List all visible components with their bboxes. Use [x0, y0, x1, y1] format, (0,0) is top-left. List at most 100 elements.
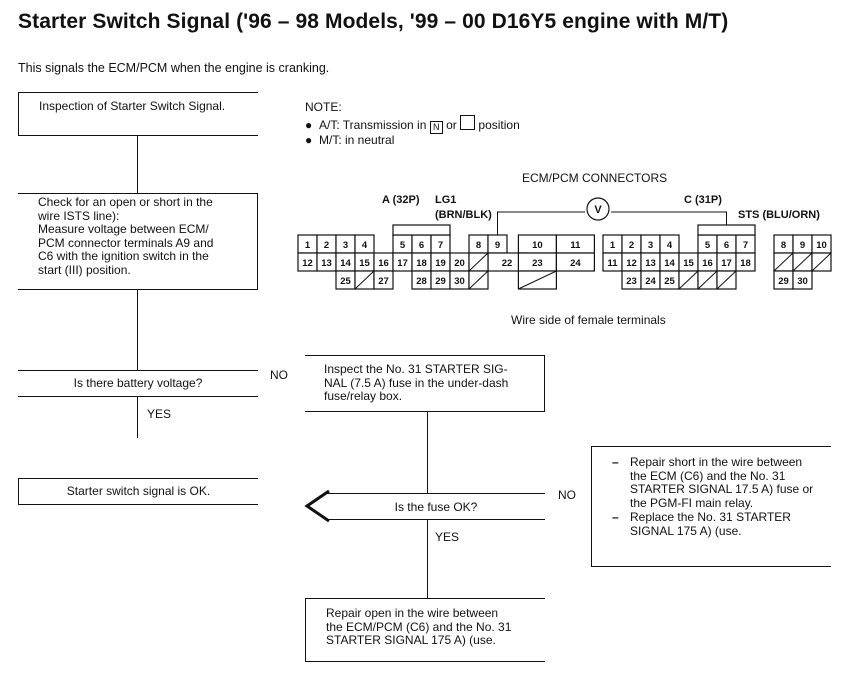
a-blank-31-slash: [468, 270, 489, 290]
repair-short-item-2: – Replace the No. 31 STARTER SIGNAL 175 …: [612, 510, 821, 538]
c-pin-23-label: 23: [626, 276, 637, 287]
c-pin-16-label: 16: [702, 258, 713, 269]
page-subtitle: This signals the ECM/PCM when the engine…: [18, 61, 330, 75]
a-pin-27-cell: [373, 270, 394, 290]
a-pin-11-label: 11: [570, 240, 581, 251]
repair-short-text-2: Replace the No. 31 STARTER SIGNAL 175 A)…: [630, 510, 791, 538]
a-pin-17-label: 17: [397, 258, 408, 269]
flow-line-1: [137, 136, 138, 194]
a-pin-22-label: 22: [502, 258, 513, 269]
c-blank-27-slash: [697, 270, 718, 290]
a-pin-3-label: 3: [343, 240, 348, 251]
a-pin-1-label: 1: [305, 240, 311, 251]
c-pin-17-label: 17: [721, 258, 732, 269]
c-pin-4-label: 4: [667, 240, 673, 251]
c-pin-18-label: 18: [740, 258, 751, 269]
ok-result-text: Starter switch signal is OK.: [66, 484, 211, 498]
c-pin-18-cell: [735, 252, 756, 272]
a-pin-5-label: 5: [400, 240, 406, 251]
a-blank-26-slash: [354, 270, 375, 290]
a-pin-16-label: 16: [378, 258, 389, 269]
note-at-suffix: position: [478, 117, 520, 132]
a-blank-21-slash: [468, 252, 489, 272]
no-label-2: NO: [558, 488, 576, 502]
lg1-label: LG1: [435, 194, 457, 206]
c-pin-1-label: 1: [610, 240, 616, 251]
a-pin-10-label: 10: [532, 240, 543, 251]
inspection-text: Inspection of Starter Switch Signal.: [39, 99, 226, 113]
connectors-title: ECM/PCM CONNECTORS: [522, 171, 668, 185]
a-pin-9-label: 9: [495, 240, 500, 251]
c-pin-11-label: 11: [607, 258, 618, 269]
sts-label: STS (BLU/ORN): [738, 209, 820, 221]
check-line-4: PCM connector terminals A9 and: [38, 235, 214, 250]
connector-c-label: C (31P): [684, 194, 722, 206]
c-pin-13-label: 13: [645, 258, 656, 269]
c-blank-20-slash: [792, 252, 813, 272]
question-fuse-text: Is the fuse OK?: [394, 500, 478, 514]
c-pin-10-label: 10: [816, 240, 827, 251]
yes-label-1: YES: [147, 407, 172, 421]
a-pin-18-label: 18: [416, 258, 427, 269]
a-pin-15-label: 15: [359, 258, 370, 269]
a-pin-2-label: 2: [324, 240, 329, 251]
connector-a-label: A (32P): [382, 194, 420, 206]
c-pin-12-label: 12: [626, 258, 637, 269]
note-at: ●A/T: Transmission in N or position: [305, 114, 520, 134]
check-line-5: C6 with the ignition switch in the: [38, 249, 209, 263]
a-pin-27-label: 27: [378, 276, 389, 287]
c-pin-29-label: 29: [778, 276, 789, 287]
repair-open-line-1: Repair open in the wire between: [326, 606, 499, 620]
yes-label-2: YES: [435, 530, 460, 544]
question-voltage-box: Is there battery voltage?: [18, 370, 258, 397]
wire-c6: [611, 211, 727, 225]
park-box-icon: [460, 114, 476, 130]
a-pin-24-cell: [555, 252, 595, 272]
c-pin-5-label: 5: [705, 240, 711, 251]
c-pin-24-label: 24: [645, 276, 656, 287]
c-blank-26-slash: [678, 270, 699, 290]
a-pin-13-label: 13: [321, 258, 332, 269]
c-pin-30-cell: [792, 270, 813, 290]
c-key-tab: [697, 224, 756, 236]
a-key-tab: [392, 224, 451, 236]
question-fuse-box: Is the fuse OK?: [327, 493, 545, 520]
note-at-or: or: [446, 117, 457, 132]
a-pin-28-label: 28: [416, 276, 427, 287]
inspect-fuse-line-1: Inspect the No. 31 STARTER SIG-: [324, 362, 508, 376]
c-blank-21-slash: [811, 252, 832, 272]
c-pin-2-label: 2: [629, 240, 634, 251]
page-title: Starter Switch Signal ('96 – 98 Models, …: [18, 10, 729, 33]
inspection-box: Inspection of Starter Switch Signal.: [18, 92, 258, 136]
check-line-2: wire ISTS line):: [38, 208, 120, 223]
flow-line-2: [137, 290, 138, 370]
a-pin-19-label: 19: [435, 258, 446, 269]
lg1-color-label: (BRN/BLK): [435, 209, 492, 221]
neutral-box-icon: N: [429, 120, 443, 134]
a-pin-4-label: 4: [362, 240, 368, 251]
ok-result-box: Starter switch signal is OK.: [18, 478, 258, 505]
note-at-prefix: A/T: Transmission in: [319, 117, 427, 132]
c-pin-3-label: 3: [648, 240, 653, 251]
note-mt: ●M/T: in neutral: [305, 132, 395, 147]
flow-line-5: [427, 520, 428, 598]
repair-short-text-1: Repair short in the wire between the ECM…: [630, 455, 814, 510]
check-line-3: Measure voltage between ECM/: [38, 222, 209, 236]
flow-line-3: [137, 395, 138, 438]
probe-wires: V: [497, 197, 727, 235]
a-pin-6-label: 6: [419, 240, 424, 251]
a-pin-24-label: 24: [570, 258, 581, 269]
a-pin-23-label: 23: [532, 258, 543, 269]
check-box: Check for an open or short in the wire I…: [18, 193, 258, 290]
voltmeter-symbol: V: [594, 204, 602, 216]
inspect-fuse-box: Inspect the No. 31 STARTER SIG- NAL (7.5…: [305, 355, 545, 412]
c-pin-7-label: 7: [743, 240, 748, 251]
repair-open-line-3: STARTER SIGNAL 175 A) (use.: [326, 633, 496, 647]
a-pin-12-label: 12: [302, 258, 313, 269]
a-pin-25-label: 25: [340, 276, 351, 287]
a-pin-8-label: 8: [476, 240, 481, 251]
wire-a9: [497, 211, 585, 235]
c-blank-28-slash: [716, 270, 737, 290]
note-mt-text: M/T: in neutral: [319, 132, 395, 147]
